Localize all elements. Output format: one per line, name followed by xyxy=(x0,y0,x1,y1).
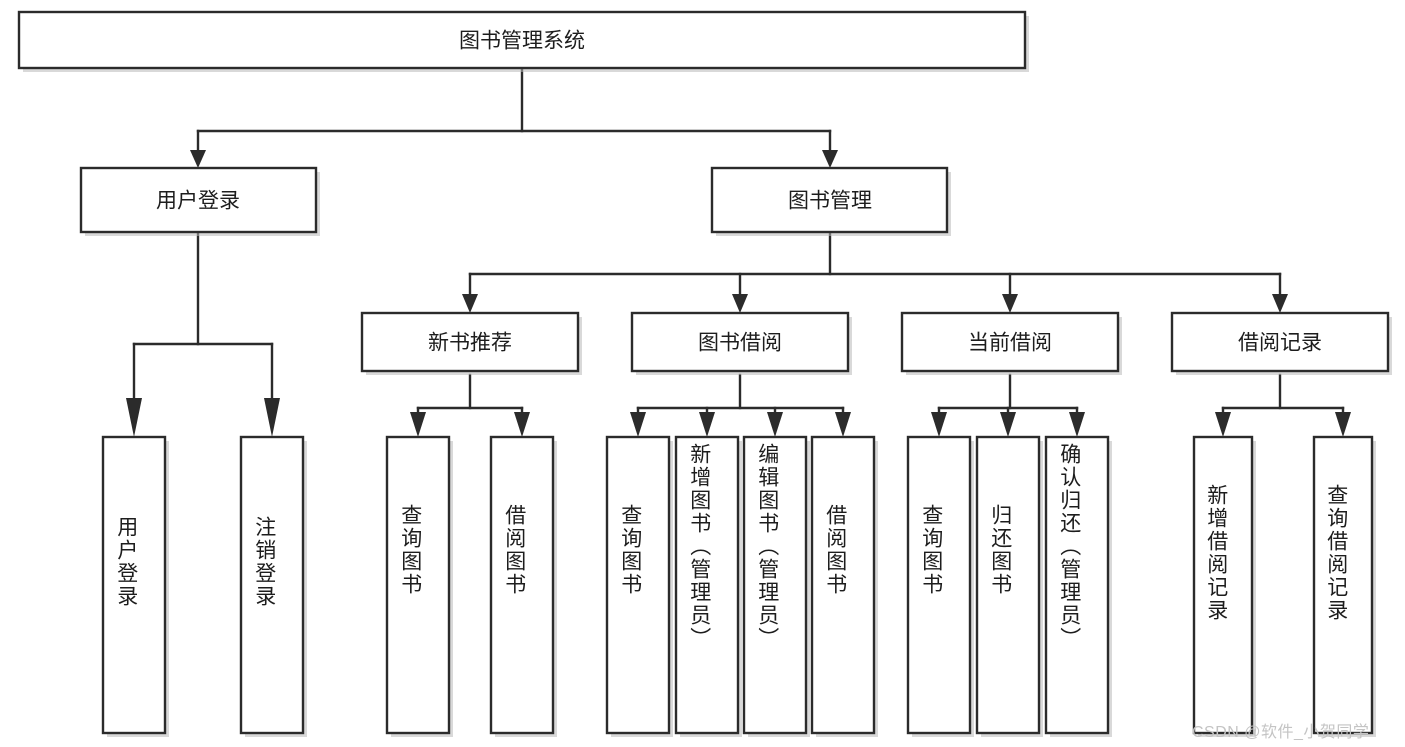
arrow-bb-leaf1 xyxy=(630,412,646,437)
arrow-rc-leaf1 xyxy=(410,412,426,437)
arrow-bb-leaf2 xyxy=(699,412,715,437)
user-login-node-box[interactable] xyxy=(79,166,318,234)
book-manage-node-box[interactable] xyxy=(710,166,949,234)
edges-layer xyxy=(126,66,1351,437)
leaf-borrow-book-1-box[interactable] xyxy=(489,435,555,735)
leaf-user-login-box[interactable] xyxy=(101,435,167,735)
arrow-recommend xyxy=(462,294,478,313)
current-borrow-node-label: 当前借阅 xyxy=(968,332,1052,355)
leaf-query-book-3-box[interactable] xyxy=(906,435,972,735)
root-node-label: 图书管理系统 xyxy=(459,30,585,53)
nodes-layer: 图书管理系统 用户登录 图书管理 新书推荐 图书借阅 当前借阅 借阅记录 xyxy=(17,10,1392,737)
leaf-query-book-1-box[interactable] xyxy=(385,435,451,735)
leaf-return-book-box[interactable] xyxy=(975,435,1041,735)
leaf-user-logout-box[interactable] xyxy=(239,435,305,735)
arrow-br-leaf1 xyxy=(1215,412,1231,437)
leaf-confirm-return-box[interactable] xyxy=(1044,435,1110,735)
borrow-record-node-box[interactable] xyxy=(1170,311,1390,373)
root-node-box[interactable] xyxy=(17,10,1027,70)
book-manage-node-label: 图书管理 xyxy=(788,190,872,213)
arrow-ul-leaf1 xyxy=(126,398,142,437)
arrow-cb-leaf3 xyxy=(1069,412,1085,437)
csdn-watermark: CSDN @软件_小贺同学 xyxy=(1192,724,1370,741)
arrow-book-manage xyxy=(822,150,838,168)
arrow-current xyxy=(1002,294,1018,313)
new-book-recommend-node-label: 新书推荐 xyxy=(428,332,512,355)
arrow-ul-leaf2 xyxy=(264,398,280,437)
leaf-add-record-box[interactable] xyxy=(1192,435,1254,735)
arrow-br-leaf2 xyxy=(1335,412,1351,437)
leaf-query-book-2-box[interactable] xyxy=(605,435,671,735)
book-borrow-node-box[interactable] xyxy=(630,311,850,373)
book-borrow-node-label: 图书借阅 xyxy=(698,332,782,355)
leaf-borrow-book-2-box[interactable] xyxy=(810,435,876,735)
arrow-bb-leaf3 xyxy=(767,412,783,437)
arrow-rc-leaf2 xyxy=(514,412,530,437)
arrow-user-login xyxy=(190,150,206,168)
arrow-borrow xyxy=(732,294,748,313)
new-book-recommend-node-box[interactable] xyxy=(360,311,580,373)
leaf-edit-book-box[interactable] xyxy=(742,435,808,735)
arrow-cb-leaf2 xyxy=(1000,412,1016,437)
leaf-query-record-box[interactable] xyxy=(1312,435,1374,735)
borrow-record-node-label: 借阅记录 xyxy=(1238,332,1322,355)
arrow-cb-leaf1 xyxy=(931,412,947,437)
user-login-node-label: 用户登录 xyxy=(156,190,240,213)
leaf-add-book-box[interactable] xyxy=(674,435,740,735)
arrow-bb-leaf4 xyxy=(835,412,851,437)
current-borrow-node-box[interactable] xyxy=(900,311,1120,373)
arrow-record xyxy=(1272,294,1288,313)
